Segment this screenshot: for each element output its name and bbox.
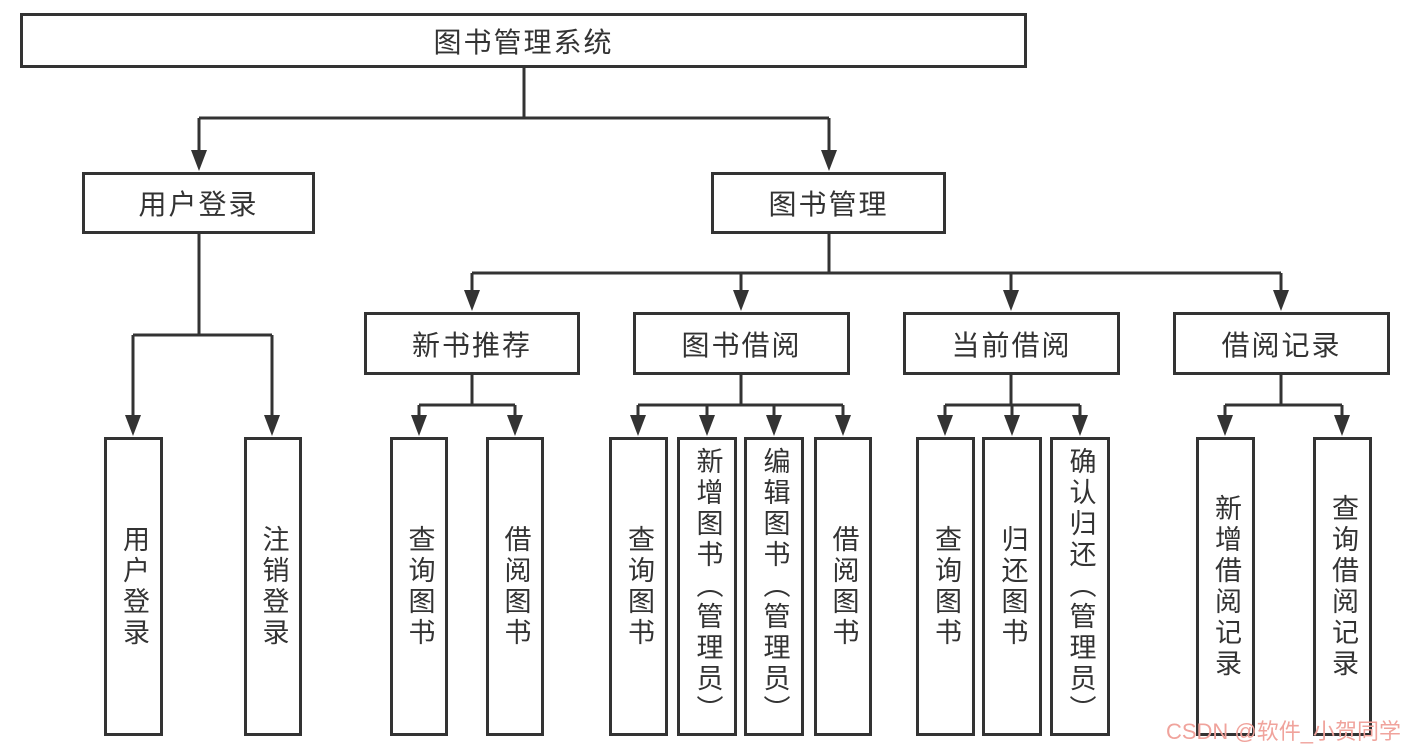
leaf-query-books-borrow: 查询图书 xyxy=(609,437,668,736)
node-new-book-recommend-label: 新书推荐 xyxy=(411,329,532,361)
node-borrow-records: 借阅记录 xyxy=(1173,312,1390,375)
leaf-query-books-recommend: 查询图书 xyxy=(390,437,448,736)
leaf-edit-book-admin-label: 编辑图书（管理员） xyxy=(759,447,790,726)
watermark-text: CSDN @软件_小贺同学 xyxy=(1165,719,1401,744)
leaf-edit-book-admin: 编辑图书（管理员） xyxy=(744,437,804,736)
leaf-query-borrow-record: 查询借阅记录 xyxy=(1313,437,1372,736)
leaf-query-books-current: 查询图书 xyxy=(916,437,975,736)
leaf-add-borrow-record-label: 新增借阅记录 xyxy=(1211,493,1241,680)
leaf-borrow-books: 借阅图书 xyxy=(814,437,872,736)
node-user-login: 用户登录 xyxy=(82,172,315,234)
leaf-add-book-admin-label: 新增图书（管理员） xyxy=(692,447,723,726)
leaf-borrow-books-label: 借阅图书 xyxy=(828,524,859,649)
leaf-return-books: 归还图书 xyxy=(982,437,1042,736)
arrowheads xyxy=(125,150,1350,436)
leaf-query-books-recommend-label: 查询图书 xyxy=(404,524,435,649)
node-book-borrow: 图书借阅 xyxy=(633,312,850,375)
leaf-confirm-return-admin-label: 确认归还（管理员） xyxy=(1065,447,1096,726)
leaf-query-books-borrow-label: 查询图书 xyxy=(624,524,654,649)
leaf-logout-label: 注销登录 xyxy=(258,524,289,649)
leaf-add-borrow-record: 新增借阅记录 xyxy=(1196,437,1255,736)
leaf-add-book-admin: 新增图书（管理员） xyxy=(677,437,737,736)
leaf-logout: 注销登录 xyxy=(244,437,302,736)
node-user-login-label: 用户登录 xyxy=(138,189,259,220)
node-root-label: 图书管理系统 xyxy=(433,26,614,58)
leaf-query-borrow-record-label: 查询借阅记录 xyxy=(1328,493,1358,680)
node-root: 图书管理系统 xyxy=(20,13,1027,68)
node-book-management: 图书管理 xyxy=(711,172,946,234)
node-current-borrow-label: 当前借阅 xyxy=(951,329,1072,361)
node-new-book-recommend: 新书推荐 xyxy=(364,312,580,375)
node-borrow-records-label: 借阅记录 xyxy=(1221,329,1342,361)
leaf-user-login-label: 用户登录 xyxy=(119,524,149,649)
connector-path xyxy=(131,68,1344,417)
node-book-borrow-label: 图书借阅 xyxy=(681,329,802,361)
leaf-borrow-books-recommend: 借阅图书 xyxy=(486,437,544,736)
leaf-borrow-books-recommend-label: 借阅图书 xyxy=(500,524,531,649)
leaf-query-books-current-label: 查询图书 xyxy=(931,524,961,649)
leaf-confirm-return-admin: 确认归还（管理员） xyxy=(1050,437,1110,736)
leaf-user-login: 用户登录 xyxy=(104,437,163,736)
leaf-return-books-label: 归还图书 xyxy=(997,524,1028,649)
node-book-management-label: 图书管理 xyxy=(768,189,889,220)
node-current-borrow: 当前借阅 xyxy=(903,312,1120,375)
